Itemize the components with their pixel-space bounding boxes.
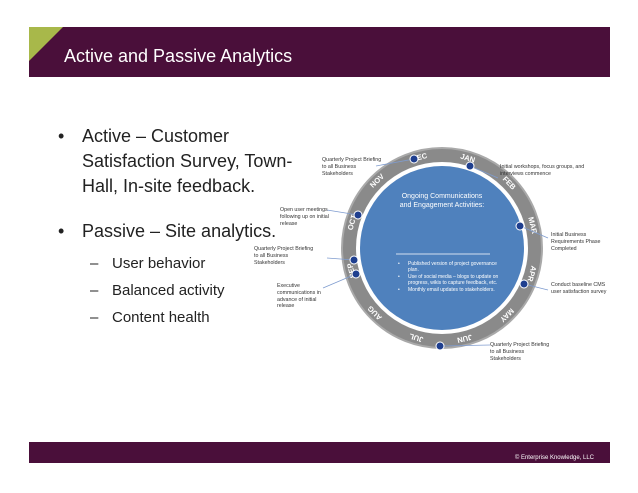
bullet-passive: Passive – Site analytics.	[58, 219, 298, 244]
sub-bullet-user-behavior: User behavior	[58, 250, 298, 277]
milestone-marker	[351, 269, 361, 279]
milestone-marker	[519, 279, 529, 289]
milestone-marker	[465, 161, 475, 171]
month-label: APR	[525, 265, 538, 283]
center-activity-item: Monthly email updates to stakeholders.	[396, 287, 502, 294]
title-accent	[29, 27, 63, 61]
connector-line	[375, 158, 415, 167]
center-activity-list: Published version of project governance …	[396, 261, 502, 293]
connector-line	[469, 165, 499, 179]
milestone-marker	[435, 341, 445, 351]
milestone-markers	[349, 154, 529, 351]
connector-line	[439, 344, 491, 347]
note-requirements-completed: Initial Business Requirements Phase Comp…	[551, 232, 601, 252]
sub-bullet-content-health: Content health	[58, 304, 298, 331]
note-baseline-survey: Conduct baseline CMS user satisfaction s…	[551, 282, 607, 295]
note-quarterly-briefing-left: Quarterly Project Briefing to all Busine…	[254, 246, 314, 266]
connector-line	[326, 209, 359, 216]
milestone-marker	[353, 210, 363, 220]
center-activity-item: Use of social media – blogs to update on…	[396, 274, 502, 287]
center-activity-item: Published version of project governance …	[396, 261, 502, 274]
sub-bullet-balanced-activity: Balanced activity	[58, 277, 298, 304]
month-label: JAN	[459, 152, 476, 165]
note-open-user-meetings: Open user meetings following up on initi…	[280, 207, 329, 227]
note-quarterly-briefing-top: Quarterly Project Briefing to all Busine…	[322, 157, 382, 177]
connector-line	[322, 273, 357, 289]
bullet-list: Active – Customer Satisfaction Survey, T…	[58, 124, 298, 331]
milestone-marker	[409, 154, 419, 164]
month-label: JUL	[408, 332, 425, 345]
note-executive-communications: Executive communications in advance of i…	[277, 283, 321, 310]
month-label: JUN	[456, 333, 473, 345]
slide-title: Active and Passive Analytics	[64, 46, 293, 66]
footer-bar	[29, 442, 610, 463]
center-circle	[360, 166, 524, 330]
connector-line	[326, 257, 355, 261]
title-bar	[29, 27, 610, 77]
center-title: Ongoing Communications and Engagement Ac…	[399, 193, 485, 209]
connector-lines	[322, 158, 549, 347]
milestone-marker	[349, 255, 359, 265]
bullet-active: Active – Customer Satisfaction Survey, T…	[58, 124, 298, 199]
footer-copyright: © Enterprise Knowledge, LLC	[514, 455, 594, 461]
note-quarterly-briefing-bottom: Quarterly Project Briefing to all Busine…	[490, 342, 550, 362]
note-initial-workshops: Initial workshops, focus groups, and int…	[500, 164, 585, 177]
connector-line	[519, 225, 549, 239]
milestone-marker	[515, 221, 525, 231]
